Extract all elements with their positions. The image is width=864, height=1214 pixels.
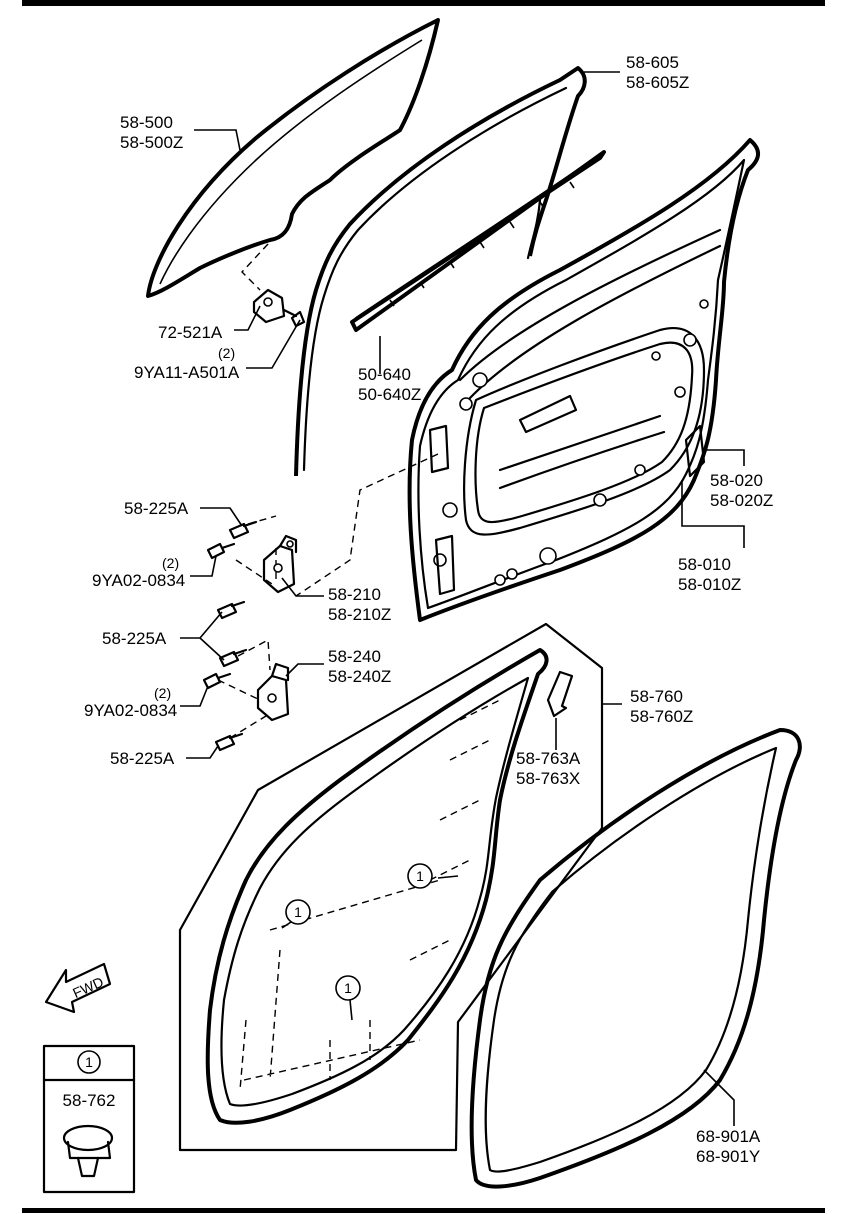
seal-piece (546, 670, 574, 718)
clip-part-label: 58-762 (63, 1091, 116, 1110)
seal-outline-box (178, 622, 604, 1152)
label-panel-inner-1: 58-020 (710, 471, 763, 490)
label-body-seal-2: 68-901Y (696, 1147, 760, 1166)
bolt-lower-icon (214, 732, 244, 752)
outer-weatherstrip (350, 150, 606, 332)
label-holder: 72-521A (158, 323, 223, 342)
hinge-bolt-upper-icon (206, 542, 236, 560)
body-seal (469, 728, 802, 1189)
bolt-middle2-icon (218, 648, 248, 668)
bottom-border (22, 1208, 825, 1213)
hinge-bolt-lower-icon (202, 672, 232, 690)
hinge-dash-line (295, 453, 439, 597)
bolts (202, 520, 258, 752)
label-seal-piece-1: 58-763A (516, 749, 581, 768)
label-seal-piece-2: 58-763X (516, 769, 580, 788)
label-hinge-upper-1: 58-210 (328, 585, 381, 604)
clip-marker-2: 1 (294, 904, 302, 920)
label-glass-1: 58-500 (120, 113, 173, 132)
upper-hinge (235, 515, 298, 594)
label-panel-inner-2: 58-020Z (710, 491, 773, 510)
clip-callout-box: 1 58-762 (42, 1044, 136, 1194)
label-bolt-middle: 58-225A (102, 629, 167, 648)
label-panel-door-1: 58-010 (678, 555, 731, 574)
label-channel-1: 58-605 (626, 53, 679, 72)
label-seal-1: 58-760 (630, 687, 683, 706)
label-body-seal-1: 68-901A (696, 1127, 761, 1146)
door-panel (407, 138, 760, 622)
label-seal-2: 58-760Z (630, 707, 693, 726)
label-hinge-bolt-lower: 9YA02-0834 (84, 701, 177, 720)
fwd-arrow-icon: FWD (44, 962, 112, 1014)
door-glass (146, 18, 440, 298)
label-weatherstrip-1: 50-640 (358, 365, 411, 384)
clip-markers: 1 1 1 (285, 863, 433, 1001)
label-holder-bolt-qty: (2) (218, 345, 235, 361)
leader-lines (180, 71, 745, 1126)
label-holder-bolt: 9YA11-A501A (134, 363, 240, 382)
label-channel-2: 58-605Z (626, 73, 689, 92)
label-bolt-lower: 58-225A (110, 749, 175, 768)
bolt-middle-icon (216, 600, 246, 620)
label-hinge-lower-1: 58-240 (328, 647, 381, 666)
glass-run-channel (294, 66, 587, 477)
label-weatherstrip-2: 50-640Z (358, 385, 421, 404)
top-border (22, 0, 825, 6)
label-hinge-bolt-lower-qty: (2) (154, 685, 171, 701)
label-glass-2: 58-500Z (120, 133, 183, 152)
label-panel-door-2: 58-010Z (678, 575, 741, 594)
glass-holder (241, 243, 306, 328)
label-hinge-upper-2: 58-210Z (328, 605, 391, 624)
bolt-upper-icon (228, 520, 258, 540)
clip-marker-3: 1 (344, 980, 352, 996)
label-hinge-bolt-upper-qty: (2) (162, 555, 179, 571)
label-bolt-upper: 58-225A (124, 499, 189, 518)
label-hinge-lower-2: 58-240Z (328, 667, 391, 686)
clip-box-marker: 1 (85, 1054, 93, 1070)
clip-icon (62, 1124, 114, 1178)
door-seal (205, 648, 549, 1125)
part-labels: 58-500 58-500Z 58-605 58-605Z 72-521A (2… (84, 53, 773, 1166)
label-hinge-bolt-upper: 9YA02-0834 (92, 571, 185, 590)
clip-marker-1: 1 (416, 868, 424, 884)
